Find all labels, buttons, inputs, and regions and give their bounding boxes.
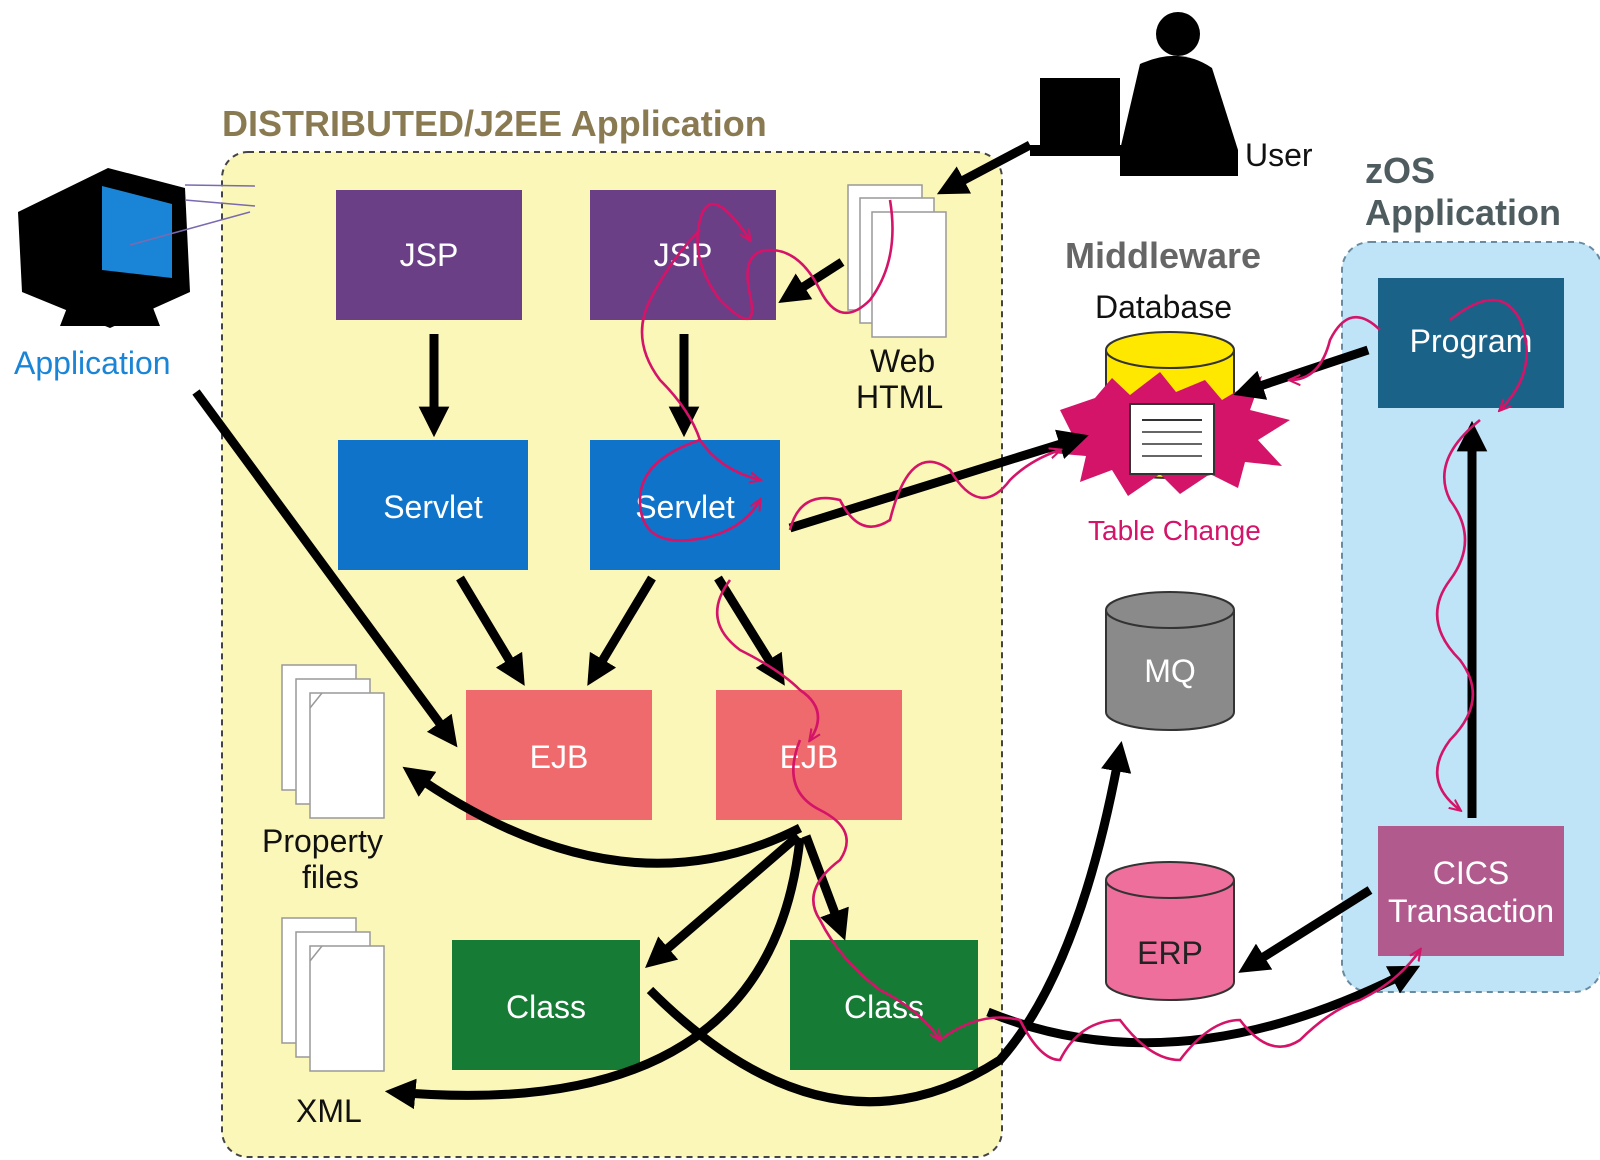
arrow-program-to-database — [1233, 345, 1370, 400]
arrow-ejb-to-class-left — [645, 832, 801, 968]
class-left-label: Class — [506, 989, 586, 1025]
execution-trace — [638, 199, 1528, 1062]
database-label: Database — [1095, 289, 1232, 325]
jsp-right-box[interactable] — [590, 190, 776, 320]
trace-jsp-to-servlet — [640, 229, 760, 480]
web-label: Web — [870, 343, 935, 379]
html-label: HTML — [856, 379, 943, 415]
class-right-box[interactable] — [790, 940, 978, 1070]
trace-program-to-cics — [1435, 418, 1481, 810]
arrow-class-to-mq — [646, 740, 1132, 1107]
property-files-document-icon — [281, 664, 385, 819]
arrow-application-to-ejb — [192, 389, 458, 748]
ejb-left-box[interactable] — [466, 690, 652, 820]
j2ee-title: DISTRIBUTED/J2EE Application — [222, 103, 767, 144]
xml-label: XML — [296, 1093, 362, 1129]
trace-servlet-loop — [638, 438, 760, 542]
jsp-left-box[interactable] — [336, 190, 522, 320]
middleware-title: Middleware — [1065, 235, 1261, 276]
property-label: Property — [262, 823, 383, 859]
arrow-servlet-right-to-ejb-left — [587, 575, 656, 686]
jsp-left-label: JSP — [400, 237, 459, 273]
program-box[interactable] — [1378, 278, 1564, 408]
application-label: Application — [14, 345, 171, 381]
flow-arrows — [192, 141, 1488, 1110]
table-change-burst — [1040, 372, 1290, 496]
trace-servlet-to-ejb — [715, 579, 818, 740]
servlet-left-box[interactable] — [338, 440, 528, 570]
mq-cylinder-icon — [1105, 591, 1235, 731]
zos-title-line1: zOS — [1365, 150, 1435, 191]
cics-label-line2: Transaction — [1388, 893, 1554, 929]
files-label: files — [302, 859, 359, 895]
servlet-right-box[interactable] — [590, 440, 780, 570]
trace-class-to-cics — [939, 950, 1420, 1062]
trace-program-loop — [1449, 298, 1528, 410]
ejb-right-label: EJB — [780, 739, 839, 775]
servlet-right-label: Servlet — [635, 489, 735, 525]
cics-label-line1: CICS — [1433, 855, 1509, 891]
class-right-label: Class — [844, 989, 924, 1025]
cics-transaction-box[interactable] — [1378, 826, 1564, 956]
monitor-icon — [18, 168, 256, 328]
erp-cylinder-icon — [1105, 861, 1235, 1001]
arrow-user-to-web — [936, 141, 1033, 195]
arrow-ejb-to-property-files — [402, 766, 803, 868]
zos-title-line2: Application — [1365, 192, 1561, 233]
ejb-right-box[interactable] — [716, 690, 902, 820]
program-label: Program — [1410, 323, 1533, 359]
web-html-document-icon — [847, 184, 947, 338]
class-left-box[interactable] — [452, 940, 640, 1070]
servlet-left-label: Servlet — [383, 489, 483, 525]
arrow-servlet-right-to-ejb-right — [714, 575, 785, 686]
arrow-servlet-left-to-ejb — [456, 575, 525, 686]
arrow-servlet-to-database — [788, 429, 1089, 533]
mq-label: MQ — [1144, 653, 1196, 689]
arrow-class-to-cics — [986, 965, 1421, 1048]
ejb-left-label: EJB — [530, 739, 589, 775]
erp-label: ERP — [1137, 935, 1203, 971]
trace-program-to-table — [1290, 315, 1381, 380]
xml-document-icon — [281, 917, 385, 1072]
arrow-ejb-to-xml — [384, 837, 805, 1110]
arrow-ejb-to-class-right — [801, 834, 849, 941]
trace-servlet-to-table — [788, 450, 1060, 531]
table-change-label: Table Change — [1088, 515, 1261, 546]
trace-ejb-to-class — [792, 739, 940, 1040]
trace-web-to-jsp — [696, 199, 894, 321]
user-at-laptop-icon — [1030, 12, 1238, 176]
user-label: User — [1245, 137, 1313, 173]
arrow-cics-to-erp — [1238, 886, 1373, 973]
